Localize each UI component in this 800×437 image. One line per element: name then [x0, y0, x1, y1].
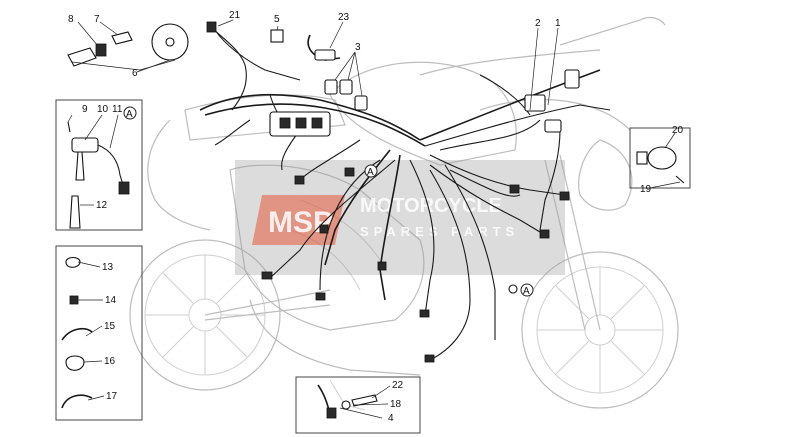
connector	[509, 184, 520, 194]
screw	[67, 121, 71, 133]
sidestand-switch	[326, 407, 337, 419]
callout-18: 18	[390, 399, 402, 410]
main-harness	[199, 29, 611, 363]
callout-20: 20	[672, 125, 684, 136]
callout-22: 22	[392, 380, 404, 391]
callout-8: 8	[68, 14, 74, 25]
front-connector	[544, 119, 562, 133]
coil-stem	[75, 151, 85, 181]
connector	[319, 224, 329, 234]
callout-4: 4	[388, 413, 394, 424]
horn	[647, 146, 677, 170]
fuse-relay	[295, 117, 307, 129]
cable-tie	[61, 327, 93, 341]
callout-9: 9	[82, 104, 88, 115]
inset-clips-box	[55, 245, 143, 421]
front-connector	[564, 69, 580, 89]
reference-marker-label: A	[523, 286, 530, 297]
connector	[270, 29, 284, 43]
watermark-logo-text: MSP	[268, 206, 333, 239]
spark-plug	[69, 195, 81, 229]
reference-marker	[123, 106, 137, 120]
inset-frame	[295, 376, 421, 434]
connector	[294, 175, 305, 185]
callout-12: 12	[96, 200, 108, 211]
callout-2: 2	[535, 18, 541, 29]
front-connector-block	[524, 94, 546, 112]
inset-sensor-group	[67, 23, 189, 71]
inset-frame	[55, 99, 143, 231]
ignition-coil	[71, 137, 99, 153]
cable-clip	[65, 355, 85, 371]
callout-7: 7	[94, 14, 100, 25]
connector	[559, 191, 570, 201]
callout-labels: 1 2 3 4 5 6 7 8 9 10 11 12 13 14 15 16 1…	[68, 10, 684, 424]
screw	[351, 394, 378, 407]
callout-11: 11	[112, 104, 123, 115]
inset-horn-box	[629, 127, 691, 189]
inset-frame	[629, 127, 691, 189]
callout-21: 21	[229, 10, 241, 21]
washer	[341, 400, 351, 410]
coil-connector	[118, 181, 130, 195]
horn-screw	[675, 175, 685, 184]
inset-ignition-box: A	[55, 99, 143, 231]
connector	[539, 229, 550, 239]
callout-14: 14	[105, 295, 117, 306]
ground-terminal	[508, 284, 518, 294]
reference-marker	[364, 164, 378, 178]
callout-10: 10	[97, 104, 109, 115]
clip	[111, 31, 133, 45]
relay	[339, 79, 353, 95]
callout-6: 6	[132, 68, 138, 79]
connector	[315, 292, 326, 301]
connector	[344, 167, 355, 177]
fuse-relay	[279, 117, 291, 129]
relay	[324, 79, 338, 95]
watermark-line2: SPARES PARTS	[360, 224, 519, 239]
harness-branch	[211, 27, 247, 111]
callout-5: 5	[274, 14, 280, 25]
callout-3: 3	[355, 42, 361, 53]
connector	[206, 21, 217, 33]
cable-grommet	[69, 295, 79, 305]
callout-13: 13	[102, 262, 114, 273]
callout-16: 16	[104, 356, 116, 367]
leader-lines	[67, 19, 681, 419]
callout-1: 1	[555, 18, 561, 29]
harness-connector	[314, 49, 336, 61]
reference-marker-label: A	[367, 167, 374, 178]
fuse-relay	[311, 117, 323, 129]
callout-19: 19	[640, 184, 652, 195]
cd-hole	[165, 37, 175, 47]
sensor-head	[95, 43, 107, 57]
callout-17: 17	[106, 391, 118, 402]
connector	[419, 309, 430, 318]
reference-marker-label: A	[126, 109, 133, 120]
connector	[377, 261, 387, 271]
relay	[354, 95, 368, 111]
connector	[424, 354, 435, 363]
callout-23: 23	[338, 12, 350, 23]
horn-bracket	[636, 151, 648, 165]
connector	[261, 271, 273, 280]
watermark-line1: MOTORCYCLE	[360, 195, 502, 217]
callout-15: 15	[104, 321, 116, 332]
inset-frame	[55, 245, 143, 421]
reference-marker	[520, 283, 534, 297]
inset-sidestand-box	[295, 376, 421, 434]
cable-clip	[65, 256, 81, 268]
cable-tie	[61, 394, 93, 409]
watermark: MSP MOTORCYCLE SPARES PARTS	[235, 160, 565, 275]
